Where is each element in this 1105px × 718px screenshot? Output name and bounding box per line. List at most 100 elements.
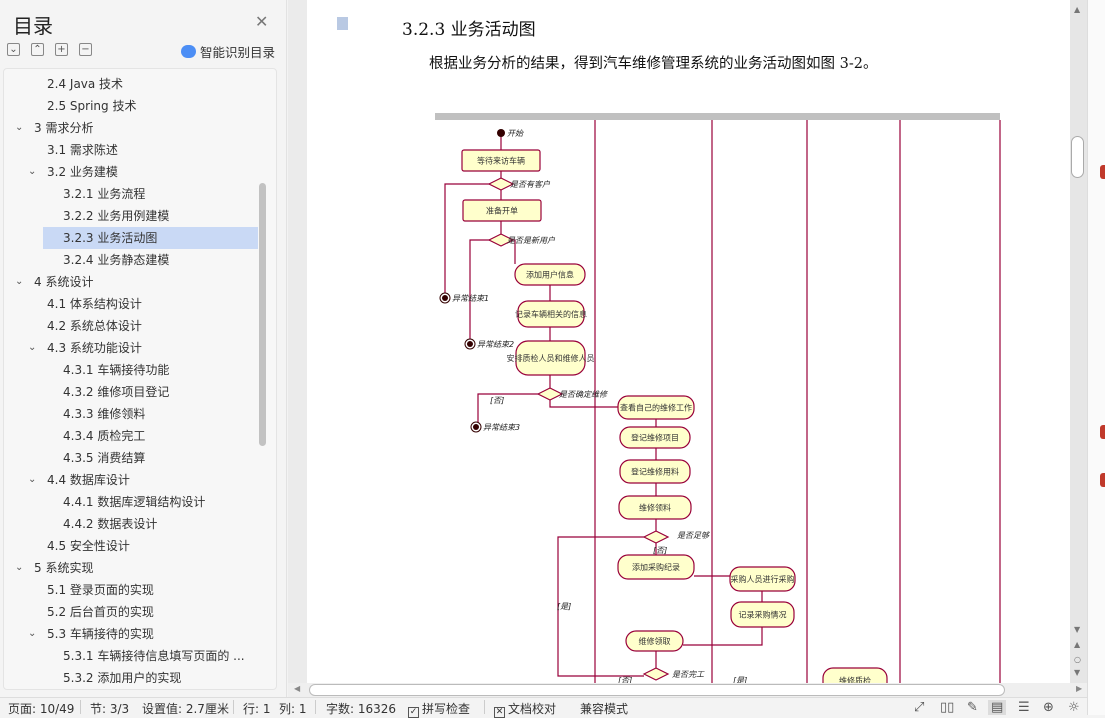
toc-item-label: 4.3.4 质检完工	[63, 429, 146, 443]
toc-item-label: 4.4.1 数据库逻辑结构设计	[63, 495, 206, 509]
reading-mode-icon[interactable]: ▯▯	[940, 700, 955, 715]
toc-item[interactable]: 4.3.1 车辆接待功能	[4, 359, 169, 381]
scroll-thumb[interactable]	[309, 684, 1005, 696]
document-page[interactable]: 3.2.3 业务活动图 根据业务分析的结果，得到汽车维修管理系统的业务活动图如图…	[307, 0, 1070, 683]
toc-item[interactable]: 2.4 Java 技术	[4, 73, 123, 95]
toc-item[interactable]: 4.2 系统总体设计	[4, 315, 142, 337]
checkbox-checked-icon: ✓	[408, 707, 419, 718]
toc-item[interactable]: 5.3.2 添加用户的实现	[4, 667, 181, 689]
toc-item-label: 4.4 数据库设计	[47, 473, 130, 487]
chevron-down-icon[interactable]: ⌄	[15, 122, 24, 133]
diagram-label: [是]	[557, 602, 571, 611]
document-gutter	[288, 0, 307, 683]
toc-item[interactable]: 4.3.3 维修领料	[4, 403, 145, 425]
decision-node	[536, 387, 564, 401]
toc-item[interactable]: 5.2 后台首页的实现	[4, 601, 154, 623]
right-side-panel	[1087, 0, 1105, 715]
toc-item-label: 4.5 安全性设计	[47, 539, 130, 553]
toc-item[interactable]: ⌄4.3 系统功能设计	[4, 337, 142, 359]
toc-item[interactable]: 5.3.1 车辆接待信息填写页面的 ...	[4, 645, 245, 667]
toc-item[interactable]: 4.3.2 维修项目登记	[4, 381, 169, 403]
outline-view-icon[interactable]: ☰	[1018, 700, 1030, 715]
smart-toc-label: 智能识别目录	[200, 45, 276, 60]
fullscreen-icon[interactable]: ⤢	[914, 700, 925, 715]
toc-item[interactable]: 3.2.1 业务流程	[4, 183, 145, 205]
paragraph-icon[interactable]	[337, 17, 348, 30]
side-icon[interactable]	[1100, 165, 1105, 179]
toc-item[interactable]: 4.3.5 消费结算	[4, 447, 145, 469]
toc-item[interactable]: 4.3.4 质检完工	[4, 425, 145, 447]
minus-icon[interactable]: −	[79, 43, 92, 56]
eye-protect-icon[interactable]: ☼	[1068, 700, 1080, 715]
plus-icon[interactable]: +	[55, 43, 68, 56]
activity-node	[730, 601, 795, 628]
chevron-down-icon[interactable]: ⌄	[15, 276, 24, 287]
toc-item-label: 5.2 后台首页的实现	[47, 605, 154, 619]
vertical-scrollbar[interactable]: ▲ ▼▲○▼	[1070, 0, 1087, 683]
activity-label: 准备开单	[486, 206, 518, 216]
toc-item-label: 4.3.3 维修领料	[63, 407, 146, 421]
toc-item[interactable]: ⌄ 3.2 业务建模	[4, 161, 118, 183]
chevron-down-icon[interactable]: ⌄	[28, 342, 37, 353]
toc-item[interactable]: ⌄5.3 车辆接待的实现	[4, 623, 154, 645]
close-icon[interactable]: ✕	[255, 12, 269, 31]
toc-item[interactable]: 4.4.1 数据库逻辑结构设计	[4, 491, 205, 513]
activity-label: 添加用户信息	[526, 270, 574, 280]
toc-item[interactable]: ⌄5 系统实现	[4, 557, 93, 579]
page-view-icon[interactable]: ▤	[988, 700, 1007, 715]
toc-item-label: 3.2.4 业务静态建模	[63, 253, 170, 267]
toc-item-label: 4.3.2 维修项目登记	[63, 385, 170, 399]
section-indicator: 节: 3/3	[90, 702, 130, 716]
smart-toc-button[interactable]: 智能识别目录	[181, 42, 275, 61]
toc-item[interactable]: 4.1 体系结构设计	[4, 293, 142, 315]
chevron-down-icon[interactable]: ⌄	[15, 562, 24, 573]
toc-item-label: 4.3.1 车辆接待功能	[63, 363, 170, 377]
flow-line	[557, 536, 644, 677]
scroll-thumb[interactable]	[1071, 136, 1084, 178]
toc-item[interactable]: 4.5 安全性设计	[4, 535, 130, 557]
toc-item[interactable]: 3.1 需求陈述	[4, 139, 118, 161]
decision-node	[487, 177, 515, 191]
toc-item-label: 4.4.2 数据表设计	[63, 517, 158, 531]
page-indicator[interactable]: 页面: 10/49	[8, 702, 75, 716]
toc-item[interactable]: 4.4.2 数据表设计	[4, 513, 157, 535]
toc-scrollbar[interactable]	[259, 183, 266, 446]
chevron-down-icon[interactable]: ⌄	[28, 628, 37, 639]
flow-line	[549, 400, 618, 408]
edit-icon[interactable]: ✎	[967, 700, 978, 715]
side-icon[interactable]	[1100, 473, 1105, 487]
toc-item[interactable]: ⌄4 系统设计	[4, 271, 93, 293]
toc-item[interactable]: 5.1 登录页面的实现	[4, 579, 154, 601]
decision-node	[487, 233, 515, 247]
decision-node	[642, 667, 670, 681]
chevron-down-icon[interactable]: ⌄	[28, 166, 37, 177]
end-node-inner	[473, 424, 479, 430]
side-icon[interactable]	[1100, 425, 1105, 439]
activity-node	[617, 395, 695, 420]
toc-item-label: 2.5 Spring 技术	[47, 99, 137, 113]
end-node-inner	[467, 341, 473, 347]
collapse-all-icon[interactable]: ⌄	[7, 43, 20, 56]
swimlane-header	[435, 113, 1000, 120]
horizontal-scrollbar[interactable]: ◀▶	[288, 683, 1087, 697]
checkbox-x-icon: ✕	[494, 707, 505, 718]
toc-item-label: 3.2 业务建模	[47, 165, 118, 179]
chevron-down-icon[interactable]: ⌄	[28, 474, 37, 485]
expand-up-icon[interactable]: ⌃	[31, 43, 44, 56]
activity-node	[625, 630, 684, 652]
toc-item-label: 4.2 系统总体设计	[47, 319, 142, 333]
spell-check-toggle[interactable]: ✓拼写检查	[408, 700, 470, 718]
toc-item[interactable]: 3.2.2 业务用例建模	[4, 205, 169, 227]
activity-node	[517, 300, 585, 328]
activity-label: 登记维修用料	[631, 467, 679, 477]
web-view-icon[interactable]: ⊕	[1043, 700, 1054, 715]
proofread-toggle[interactable]: ✕文档校对	[494, 700, 556, 718]
toc-item[interactable]: 3.2.3 业务活动图	[43, 227, 258, 249]
toc-item[interactable]: ⌄3 需求分析	[4, 117, 93, 139]
toc-item[interactable]: 3.2.4 业务静态建模	[4, 249, 169, 271]
toc-item[interactable]: ⌄ 4.4 数据库设计	[4, 469, 130, 491]
toc-item[interactable]: 2.5 Spring 技术	[4, 95, 136, 117]
word-count[interactable]: 字数: 16326	[326, 702, 397, 716]
diagram-label: 异常结束3	[483, 423, 520, 432]
activity-label: 安排质检人员和维修人员	[507, 353, 595, 363]
